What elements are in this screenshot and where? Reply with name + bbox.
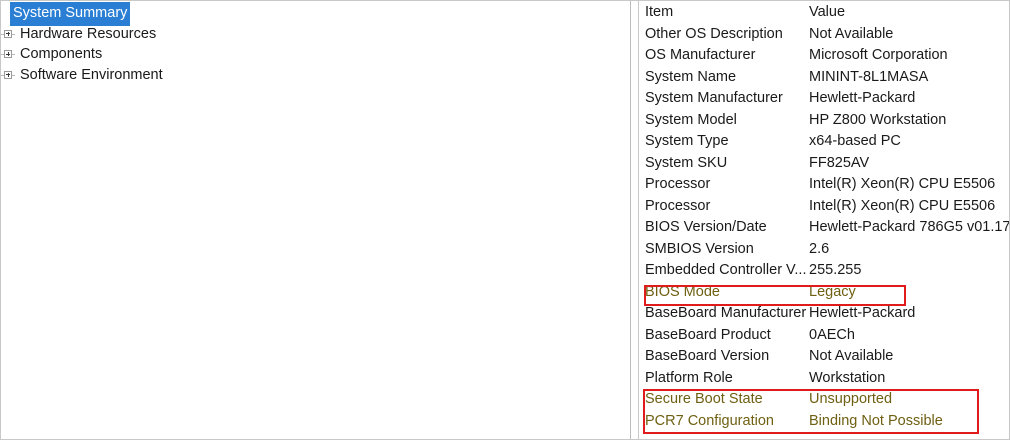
detail-item-value: Not Available xyxy=(809,25,894,42)
tree-item-label: Software Environment xyxy=(20,66,163,83)
detail-item-name: Platform Role xyxy=(645,369,733,386)
details-row[interactable]: BaseBoard Product 0AECh xyxy=(639,325,1009,347)
detail-item-name: SMBIOS Version xyxy=(645,240,754,257)
expand-plus-icon[interactable] xyxy=(1,65,18,86)
detail-item-value: Not Available xyxy=(809,348,894,364)
details-row[interactable]: Other OS Description Not Available xyxy=(639,24,1009,46)
details-row[interactable]: System Type x64-based PC xyxy=(639,131,1009,153)
detail-item-value: 0AECh xyxy=(809,326,855,343)
tree-item-software-environment[interactable]: Software Environment xyxy=(1,65,165,86)
details-row[interactable]: Processor Intel(R) Xeon(R) CPU E5506 xyxy=(639,174,1009,196)
detail-item-value: HP Z800 Workstation xyxy=(809,111,947,128)
pane-divider-left xyxy=(630,1,631,439)
detail-item-value: FF825AV xyxy=(809,154,870,171)
details-row[interactable]: System Name MININT-8L1MASA xyxy=(639,67,1009,89)
pane-gap xyxy=(631,1,638,439)
detail-item-name: Other OS Description xyxy=(645,25,783,42)
details-row[interactable]: Embedded Controller V...255.255 xyxy=(639,260,1009,282)
detail-item-name: Processor xyxy=(645,176,711,192)
column-header-item: Item xyxy=(645,4,674,20)
details-row[interactable]: PCR7 Configuration Binding Not Possible xyxy=(639,411,1009,433)
details-row[interactable]: BIOS Mode Legacy xyxy=(639,282,1009,304)
detail-item-name: BaseBoard Manufacturer xyxy=(645,305,807,321)
tree-item-label: System Summary xyxy=(10,1,131,26)
pane-divider-right xyxy=(638,1,639,439)
detail-item-name: BIOS Mode xyxy=(645,283,720,300)
details-row[interactable]: System Model HP Z800 Workstation xyxy=(639,110,1009,132)
detail-item-name: PCR7 Configuration xyxy=(645,412,774,429)
detail-item-name: BIOS Version/Date xyxy=(645,219,767,235)
detail-item-value: Legacy xyxy=(809,283,856,300)
detail-item-value: Workstation xyxy=(809,369,886,386)
detail-item-value: x64-based PC xyxy=(809,133,901,149)
detail-item-value: Intel(R) Xeon(R) CPU E5506 xyxy=(809,197,996,214)
detail-item-value: 255.255 xyxy=(809,262,862,278)
tree-item-hardware-resources[interactable]: Hardware Resources xyxy=(1,24,158,45)
detail-item-value: Hewlett-Packard 786G5 v01.17, 8/ xyxy=(809,219,1009,235)
detail-item-name: BaseBoard Version xyxy=(645,348,770,364)
details-row[interactable]: System Manufacturer Hewlett-Packard xyxy=(639,88,1009,110)
detail-item-name: OS Manufacturer xyxy=(645,47,756,63)
tree-item-label: Hardware Resources xyxy=(20,25,157,42)
detail-item-value: Microsoft Corporation xyxy=(809,47,948,63)
expand-plus-icon[interactable] xyxy=(1,24,18,45)
details-row[interactable]: Platform Role Workstation xyxy=(639,368,1009,390)
detail-item-value: MININT-8L1MASA xyxy=(809,68,929,85)
detail-item-name: System Manufacturer xyxy=(645,90,783,106)
details-row[interactable]: OS Manufacturer Microsoft Corporation xyxy=(639,45,1009,67)
column-header-value: Value xyxy=(809,4,846,20)
details-row[interactable]: SMBIOS Version 2.6 xyxy=(639,239,1009,261)
tree-item-system-summary[interactable]: System Summary xyxy=(1,1,131,26)
detail-item-value: Intel(R) Xeon(R) CPU E5506 xyxy=(809,176,996,192)
tree-item-components[interactable]: Components xyxy=(1,44,104,65)
detail-item-name: BaseBoard Product xyxy=(645,326,771,343)
details-row[interactable]: BIOS Version/Date Hewlett-Packard 786G5 v… xyxy=(639,217,1009,239)
detail-item-value: 2.6 xyxy=(809,240,830,257)
detail-item-value: Hewlett-Packard xyxy=(809,90,916,106)
details-row[interactable]: Secure Boot State Unsupported xyxy=(639,389,1009,411)
detail-item-name: System SKU xyxy=(645,154,728,171)
detail-item-name: Secure Boot State xyxy=(645,391,763,407)
details-row[interactable]: Processor Intel(R) Xeon(R) CPU E5506 xyxy=(639,196,1009,218)
detail-item-name: Processor xyxy=(645,197,711,214)
details-header-row[interactable]: Item Value xyxy=(639,2,1009,24)
detail-item-name: System Type xyxy=(645,133,729,149)
detail-item-name: System Name xyxy=(645,68,737,85)
detail-item-name: System Model xyxy=(645,111,737,128)
detail-item-name: Embedded Controller V... xyxy=(645,262,807,278)
details-row[interactable]: BaseBoard Version Not Available xyxy=(639,346,1009,368)
detail-item-value: Hewlett-Packard xyxy=(809,305,916,321)
detail-item-value: Binding Not Possible xyxy=(809,412,943,429)
tree-item-label: Components xyxy=(20,46,103,62)
detail-item-value: Unsupported xyxy=(809,391,893,407)
expand-plus-icon[interactable] xyxy=(1,44,18,65)
tree-indent xyxy=(1,3,10,24)
details-row[interactable]: System SKU FF825AV xyxy=(639,153,1009,175)
